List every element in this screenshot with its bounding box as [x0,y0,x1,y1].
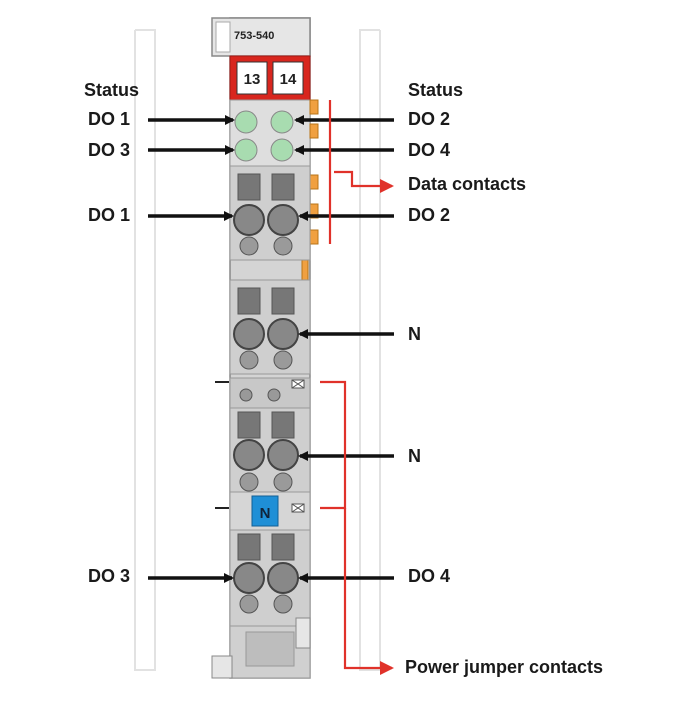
status-led-do4 [270,138,294,162]
status-label-left: Status [84,80,140,100]
do4-led-label: DO 4 [408,140,451,160]
power-jumper-arrow [343,508,394,675]
do3-led-label: DO 3 [88,140,131,160]
do3-terminal-label: DO 3 [88,566,131,586]
do2-led-label: DO 2 [408,109,451,129]
n-terminal-2-label: N [408,446,421,466]
power-jumper-contacts-label: Power jumper contacts [405,657,604,677]
terminal-block-2 [229,279,311,375]
potential-label: N [260,505,271,522]
data-contacts-label: Data contacts [408,174,527,194]
n-terminal-1-label: N [408,324,421,344]
do4-terminal-label: DO 4 [408,566,451,586]
din-rail-outline [134,29,381,671]
data-contacts-arrow [334,170,394,193]
callout-lines [320,100,394,675]
power-jumper-bracket [320,380,347,510]
channel-right: 14 [280,71,297,88]
potential-marker [251,495,279,527]
status-label-right: Status [408,80,464,100]
terminal-block-3 [229,407,311,493]
status-led-do3 [234,138,258,162]
do1-led-label: DO 1 [88,109,131,129]
pointer-arrows [148,115,394,583]
terminal-block-1 [229,165,311,261]
do2-terminal-label: DO 2 [408,205,451,225]
part-number: 753-540 [234,30,274,42]
channel-left: 13 [244,71,261,88]
status-led-do1 [234,110,258,134]
status-led-do2 [270,110,294,134]
terminal-block-4 [229,529,311,627]
do1-terminal-label: DO 1 [88,205,131,225]
io-module: 753-540 13 14 [211,17,319,679]
